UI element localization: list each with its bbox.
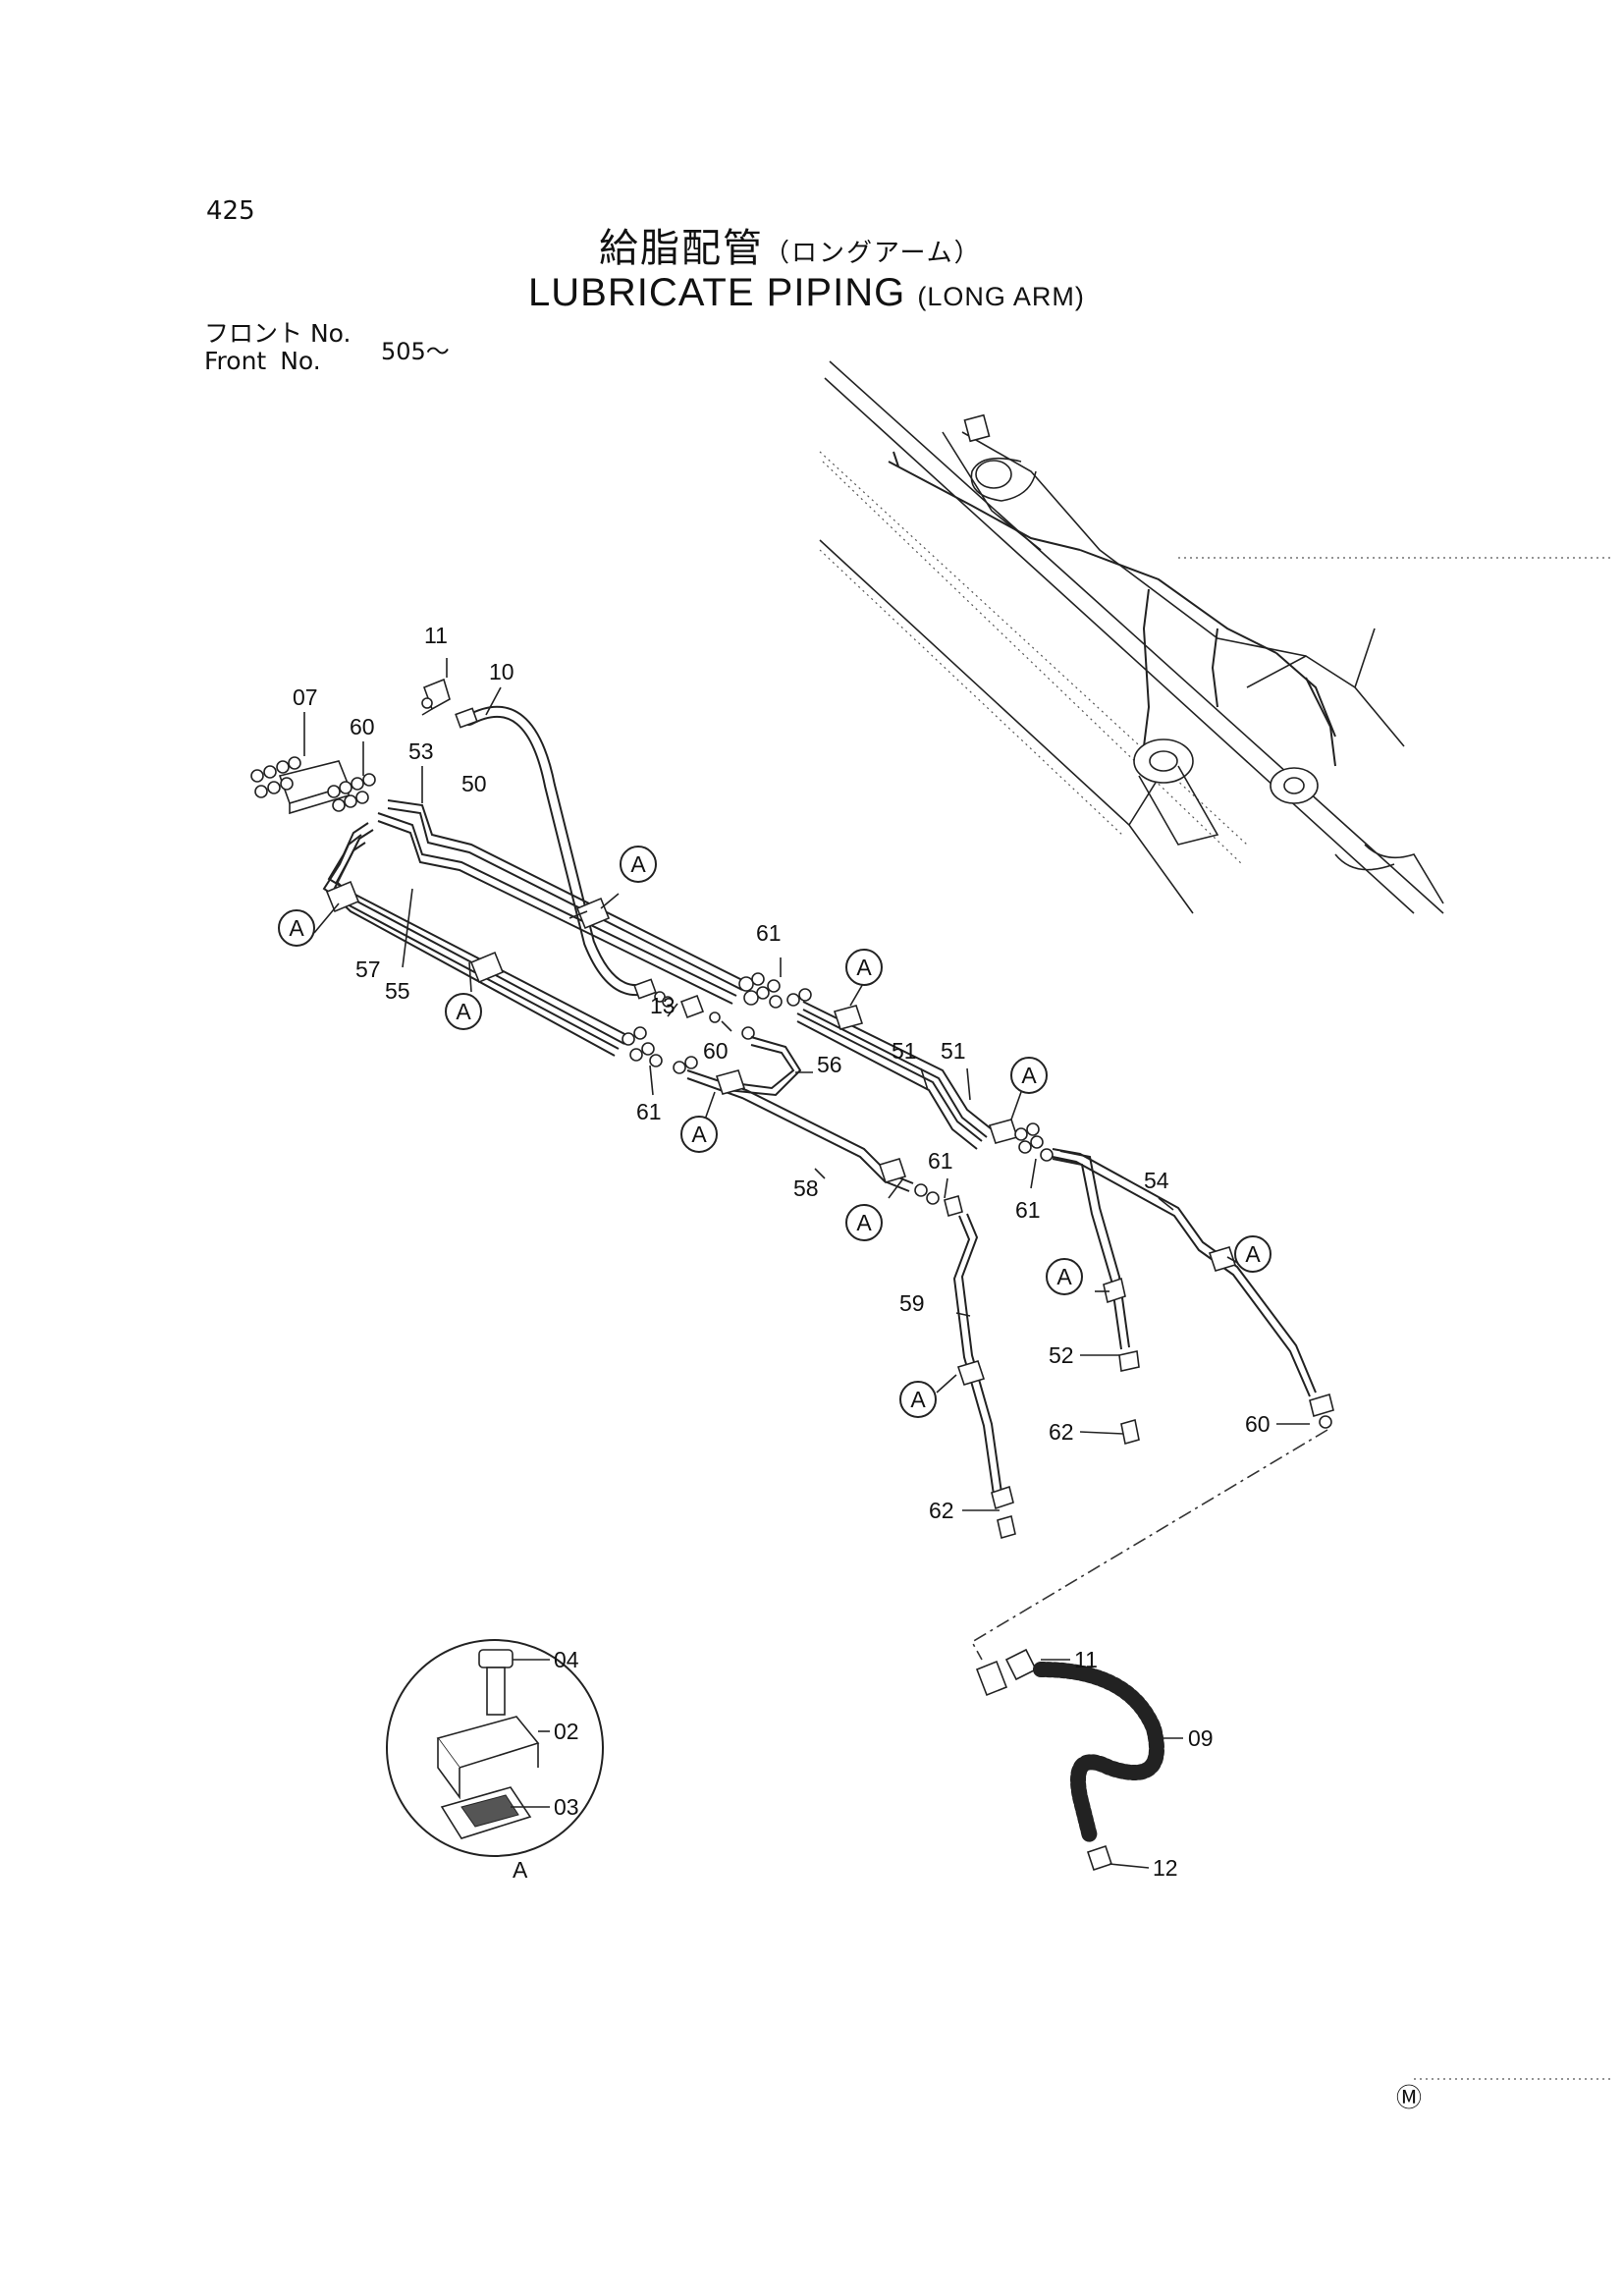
connection-line <box>970 1429 1328 1661</box>
page-mark: Ⓜ <box>1396 2084 1423 2113</box>
title-japanese: 給脂配管（ロングアーム） <box>599 216 982 273</box>
part-label-04: 04 <box>554 1647 579 1672</box>
callout-a-4: A <box>845 949 883 986</box>
serial-no-en: No. <box>280 347 321 375</box>
fittings-upper-joint <box>622 972 783 1067</box>
callout-a-9-label: A <box>1056 1264 1072 1289</box>
part-label-12: 12 <box>1153 1855 1178 1881</box>
part-label-11: 11 <box>424 623 448 648</box>
serial-row-en: Front No. <box>204 348 351 375</box>
title-english: LUBRICATE PIPING (LONG ARM) <box>528 271 1085 315</box>
part-label-09: 09 <box>1188 1725 1214 1751</box>
part-label-61: 61 <box>928 1148 953 1174</box>
part-label-55: 55 <box>385 978 410 1004</box>
pipe-58 <box>673 1056 928 1197</box>
part-label-60: 60 <box>703 1038 729 1064</box>
part-label-61: 61 <box>636 1099 662 1124</box>
part-label-10: 10 <box>489 659 514 684</box>
hose-10 <box>455 705 657 1000</box>
part-label-51: 51 <box>941 1038 966 1064</box>
serial-from: 505～ <box>381 338 450 365</box>
title-japanese-main: 給脂配管 <box>599 226 764 271</box>
part-label-07: 07 <box>293 684 318 710</box>
elbow-fitting-11 <box>421 678 451 716</box>
pipe-59 <box>926 1191 1016 1540</box>
serial-label-jp: フロント <box>204 319 303 348</box>
leader-lines <box>303 658 1310 1869</box>
bolt-04-head <box>478 1649 514 1668</box>
callout-a-10: A <box>899 1381 937 1418</box>
part-label-54: 54 <box>1144 1168 1169 1193</box>
pipe-clamps <box>325 880 611 984</box>
part-label-61: 61 <box>756 920 782 946</box>
callout-a-7: A <box>845 1204 883 1241</box>
callout-a-5-label: A <box>1021 1063 1037 1088</box>
title-japanese-sub: （ロングアーム） <box>764 239 982 268</box>
callout-a-7-label: A <box>856 1210 872 1235</box>
callout-a-4-label: A <box>856 955 872 980</box>
callout-a-5: A <box>1010 1057 1048 1094</box>
callout-a-1-label: A <box>630 851 646 877</box>
callout-a-3-label: A <box>456 999 471 1024</box>
serial-no-jp: No. <box>309 319 352 348</box>
part-label-51: 51 <box>892 1038 917 1064</box>
part-label-61: 61 <box>1015 1197 1041 1223</box>
distribution-block <box>250 756 376 815</box>
callout-a-6-label: A <box>691 1121 707 1147</box>
pipe-52 <box>1052 1150 1140 1446</box>
part-label-60: 60 <box>1245 1411 1271 1437</box>
page-number: 425 <box>206 196 255 226</box>
hose-09-assembly <box>975 1648 1164 1872</box>
part-label-52: 52 <box>1049 1342 1074 1368</box>
callout-a-6: A <box>680 1116 718 1153</box>
part-label-57: 57 <box>355 957 381 982</box>
part-label-60: 60 <box>350 714 375 739</box>
pipe-56 <box>726 1036 802 1097</box>
part-label-58: 58 <box>793 1175 819 1201</box>
pipe-51 <box>786 988 1054 1162</box>
callout-a-1: A <box>620 846 657 883</box>
part-label-50: 50 <box>461 771 487 796</box>
callout-a-8-label: A <box>1245 1241 1261 1267</box>
part-label-02: 02 <box>554 1719 579 1744</box>
part-label-56: 56 <box>817 1052 842 1077</box>
detail-a-circle <box>386 1639 604 1857</box>
callout-a-10-label: A <box>910 1387 926 1412</box>
pipe-54 <box>1052 1148 1334 1429</box>
callout-a-8: A <box>1234 1235 1271 1273</box>
serial-label-en: Front <box>204 347 267 375</box>
callout-a-2: A <box>278 909 315 947</box>
callout-a-2-label: A <box>289 915 304 941</box>
part-label-53: 53 <box>408 738 434 764</box>
serial-row-jp: フロント No. <box>204 320 351 348</box>
part-number-labels: 07 60 53 50 11 10 57 55 13 61 60 61 56 5… <box>293 623 1271 1883</box>
part-label-62: 62 <box>1049 1419 1074 1445</box>
title-english-main: LUBRICATE PIPING <box>528 271 906 314</box>
part-label-13: 13 <box>650 993 676 1018</box>
callout-a-3: A <box>445 993 482 1030</box>
pipe-55-57 <box>322 822 629 1057</box>
bolt-04-shank <box>486 1667 506 1716</box>
part-label-11: 11 <box>1074 1647 1098 1672</box>
part-label-59: 59 <box>899 1290 925 1316</box>
title-english-sub: (LONG ARM) <box>917 282 1085 311</box>
detail-a-label: A <box>513 1857 528 1883</box>
arm-overview-illustration <box>819 360 1444 914</box>
part-label-03: 03 <box>554 1794 579 1820</box>
part-label-62: 62 <box>929 1498 954 1523</box>
callout-a-9: A <box>1046 1258 1083 1295</box>
serial-range-label: フロント No. Front No. <box>204 320 351 375</box>
pipe-50-53 <box>377 799 747 1005</box>
